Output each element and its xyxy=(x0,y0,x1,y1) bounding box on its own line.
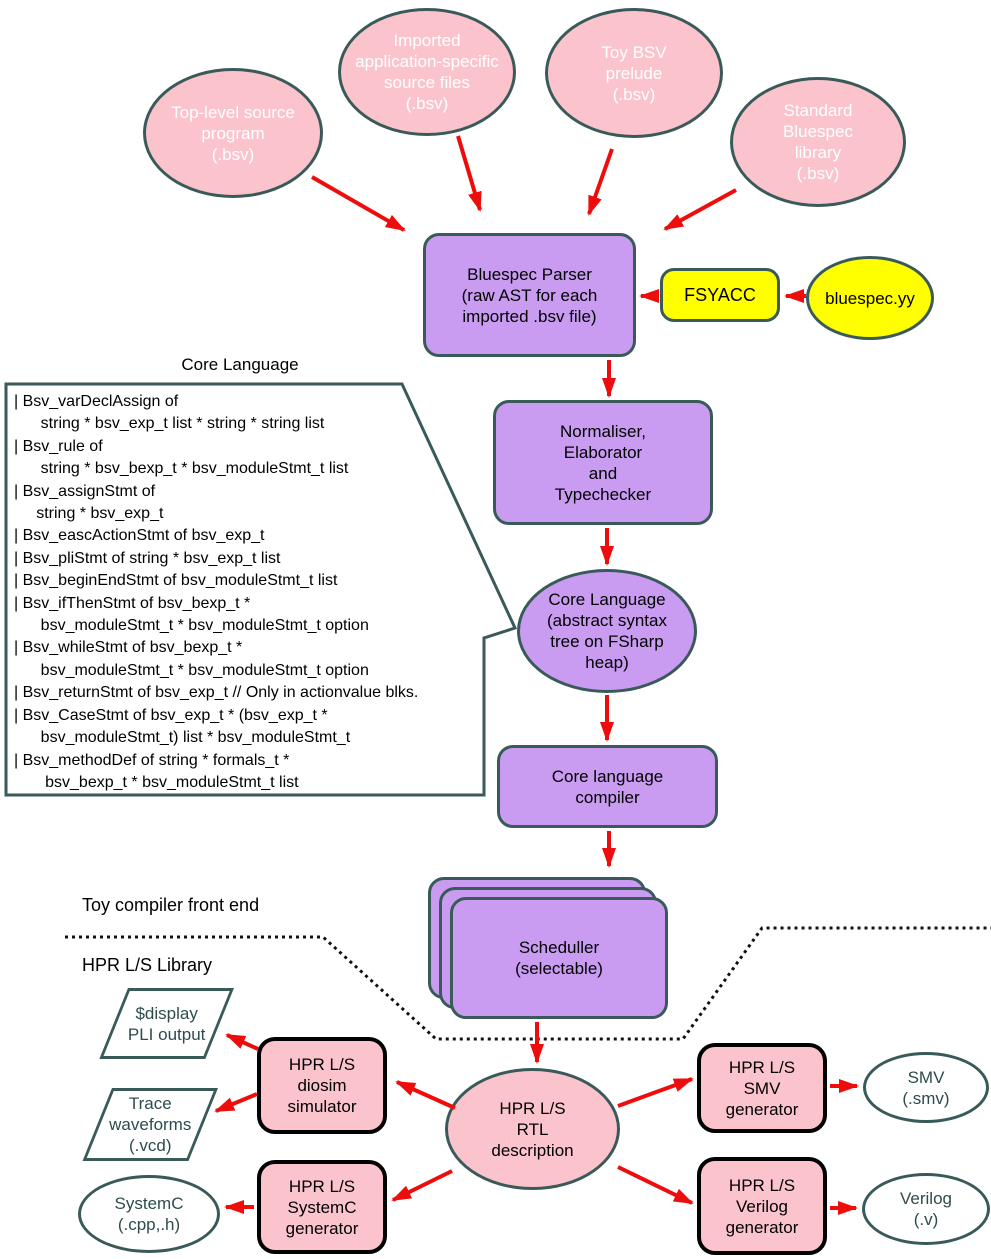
arrow-top-level-source-to-parser xyxy=(311,175,406,232)
node-hpr-verilog-generator: HPR L/S Verilog generator xyxy=(697,1157,827,1255)
node-core-language-ast: Core Language (abstract syntax tree on F… xyxy=(517,569,697,693)
node-normaliser-elaborator-typechecker: Normaliser, Elaborator and Typechecker xyxy=(493,400,713,525)
node-smv-output: SMV (.smv) xyxy=(863,1052,989,1123)
arrow-imported-sources-to-parser xyxy=(456,135,482,212)
arrow-rtl-to-verilog-generator xyxy=(617,1165,694,1205)
node-hpr-rtl-description: HPR L/S RTL description xyxy=(445,1068,620,1190)
node-standard-bluespec-library: Standard Bluespec library (.bsv) xyxy=(730,77,906,207)
node-imported-sources: Imported application-specific source fil… xyxy=(338,8,516,136)
node-bluespec-parser: Bluespec Parser (raw AST for each import… xyxy=(423,233,636,357)
arrow-standard-library-to-parser xyxy=(663,188,737,231)
label-hpr-ls-library: HPR L/S Library xyxy=(82,955,213,975)
node-hpr-diosim-simulator: HPR L/S diosim simulator xyxy=(257,1037,387,1134)
label-toy-compiler-front-end: Toy compiler front end xyxy=(82,895,260,915)
core-language-callout-title: Core Language xyxy=(181,355,299,374)
node-core-language-compiler: Core language compiler xyxy=(497,745,718,828)
node-toy-bsv-prelude: Toy BSV prelude (.bsv) xyxy=(545,8,723,138)
node-scheduller: Scheduller (selectable) xyxy=(450,897,668,1019)
arrow-rtl-to-smv-generator xyxy=(617,1077,694,1108)
node-hpr-smv-generator: HPR L/S SMV generator xyxy=(697,1043,827,1133)
display-pli-output-label: $display PLI output xyxy=(127,1003,206,1044)
arrow-diosim-to-trace-waveforms xyxy=(214,1092,258,1113)
node-top-level-source: Top-level source program (.bsv) xyxy=(143,68,323,198)
node-trace-waveforms: Trace waveforms (.vcd) xyxy=(82,1088,218,1161)
arrow-rtl-to-diosim xyxy=(395,1080,456,1110)
arrow-rtl-to-systemc-generator xyxy=(391,1169,453,1202)
arrow-diosim-to-display-pli xyxy=(225,1033,259,1051)
node-fsyacc: FSYACC xyxy=(660,268,780,322)
node-verilog-output: Verilog (.v) xyxy=(862,1173,990,1245)
arrow-toy-prelude-to-parser xyxy=(587,148,614,216)
node-hpr-systemc-generator: HPR L/S SystemC generator xyxy=(257,1160,387,1254)
node-systemc-output: SystemC (.cpp,.h) xyxy=(78,1175,220,1253)
node-display-pli-output: $display PLI output xyxy=(99,988,234,1059)
trace-waveforms-label: Trace waveforms (.vcd) xyxy=(109,1094,192,1155)
node-bluespec-yy: bluespec.yy xyxy=(806,256,934,340)
core-language-type-definitions: | Bsv_varDeclAssign of string * bsv_exp_… xyxy=(14,393,419,791)
